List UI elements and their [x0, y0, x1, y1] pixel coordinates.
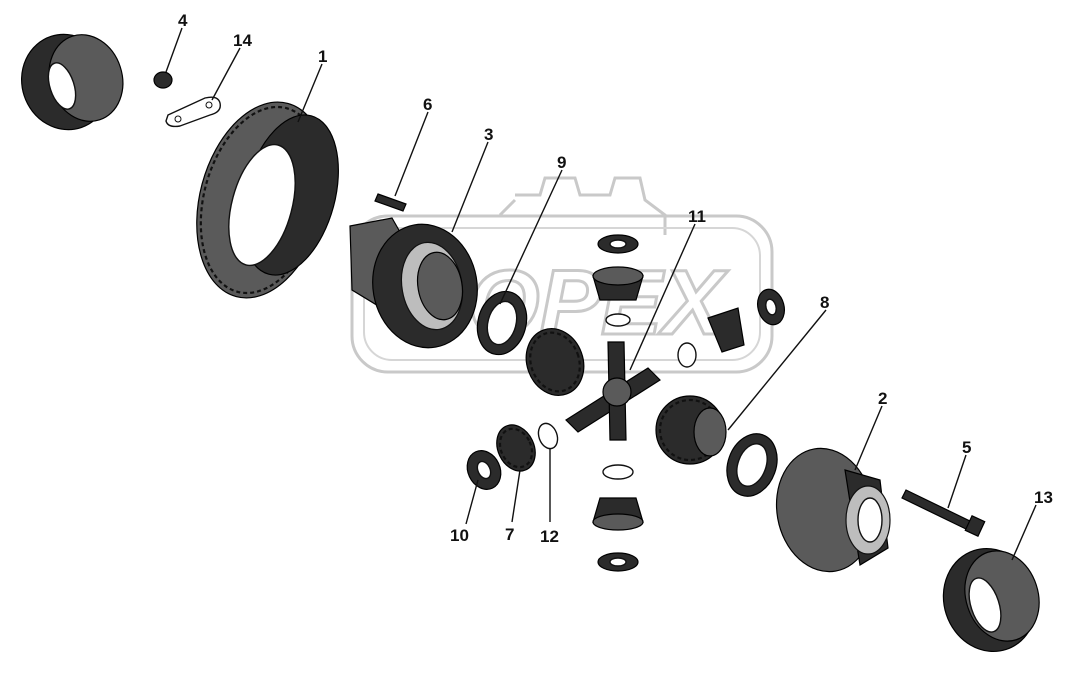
callout-6: 6 [423, 95, 432, 114]
leader-13 [1011, 504, 1037, 561]
leader-8 [727, 309, 827, 431]
callout-4: 4 [178, 11, 188, 30]
ring-12-part [537, 422, 559, 450]
pinion-gear-bottom [592, 497, 644, 531]
callout-2: 2 [878, 389, 887, 408]
side-gear-left [525, 328, 585, 396]
callouts: 1 2 3 4 5 6 7 8 9 10 11 12 13 14 [178, 11, 1053, 546]
side-gear-right-part [655, 395, 727, 465]
pinion-washer-bottom [597, 552, 639, 572]
pin-part [374, 193, 407, 212]
bearing-right-part [942, 547, 1040, 653]
callout-9: 9 [557, 153, 566, 172]
ring-gear-part [196, 101, 339, 299]
leader-3 [451, 141, 489, 233]
callout-11: 11 [688, 207, 706, 226]
leader-7 [511, 469, 521, 523]
thrust-washer-9-part [476, 290, 528, 356]
diff-case-right-part [775, 447, 891, 573]
callout-12: 12 [540, 527, 559, 546]
callout-8: 8 [820, 293, 829, 312]
leader-9 [499, 169, 563, 305]
pinion-ring-bottom [602, 464, 634, 480]
leader-1 [297, 63, 323, 123]
lock-plate-part [165, 96, 221, 128]
watermark-gear [498, 176, 667, 235]
nut-part [153, 71, 173, 89]
ring-small-right [677, 342, 697, 368]
pinion-ring-top [605, 313, 631, 327]
diff-case-left-part [349, 217, 478, 349]
pinion-washer-top [597, 234, 639, 254]
thrust-washer-right [726, 433, 778, 497]
spider-cross-part [565, 341, 661, 441]
leader-2 [854, 405, 883, 471]
callout-1: 1 [318, 47, 327, 66]
leader-lines [165, 27, 1037, 561]
callout-10: 10 [450, 526, 469, 545]
pinion-washer-right [757, 288, 785, 326]
leader-10 [465, 479, 479, 525]
callout-14: 14 [233, 31, 252, 50]
callout-13: 13 [1034, 488, 1053, 507]
pinion-gear-7-part [496, 424, 536, 472]
bolt-part [901, 489, 986, 538]
callout-3: 3 [484, 125, 493, 144]
callout-5: 5 [962, 438, 971, 457]
leader-11 [629, 223, 696, 371]
callout-7: 7 [505, 525, 514, 544]
leader-5 [947, 454, 967, 509]
bearing-left [21, 33, 124, 131]
leader-6 [394, 111, 429, 197]
pinion-gear-top [592, 266, 644, 301]
leader-14 [211, 47, 241, 101]
thrust-washer-10-part [466, 450, 502, 490]
pinion-gear-right [707, 307, 745, 353]
leader-4 [165, 27, 183, 73]
